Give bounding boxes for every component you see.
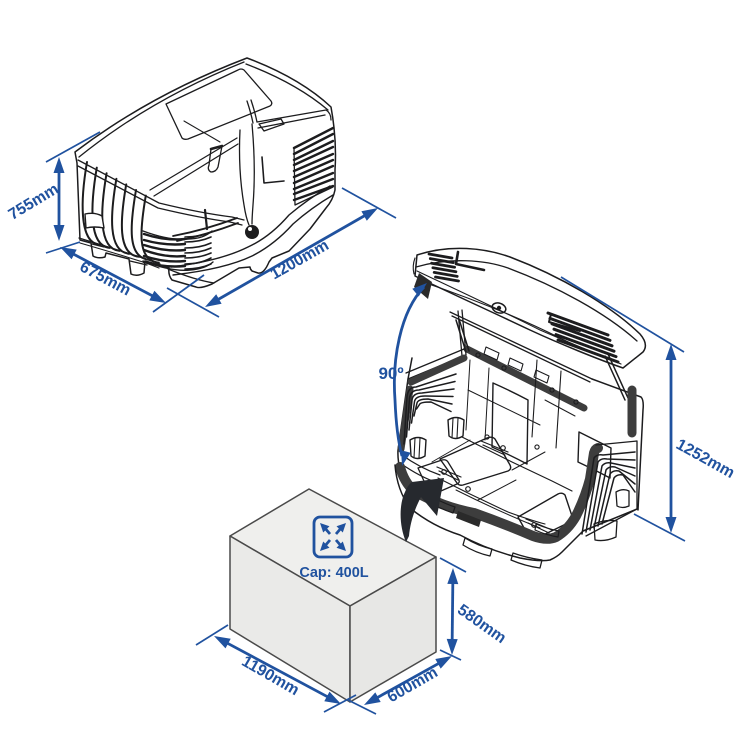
svg-text:Cap: 400L: Cap: 400L — [299, 565, 368, 581]
svg-text:90º: 90º — [378, 364, 403, 383]
